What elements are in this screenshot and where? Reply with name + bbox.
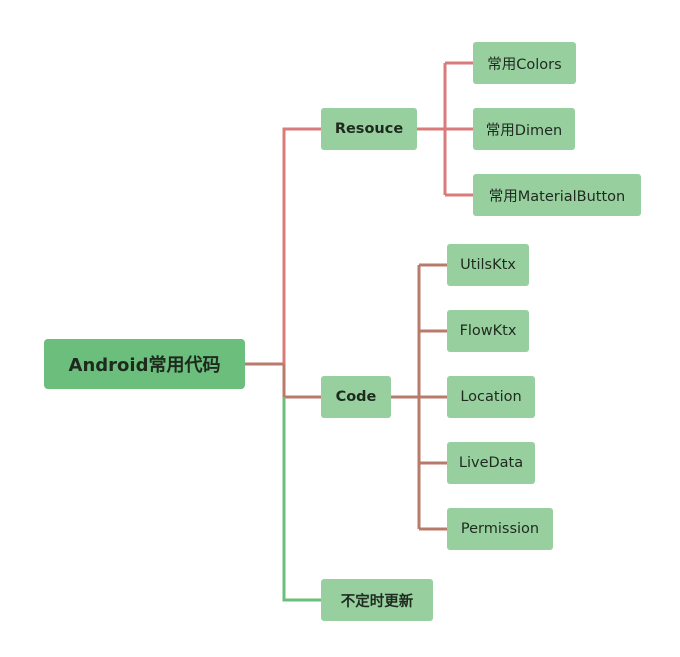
leaf-node-label: Location bbox=[460, 389, 522, 405]
leaf-node-label: 常用Dimen bbox=[485, 122, 563, 139]
leaf-node-label: UtilsKtx bbox=[460, 257, 516, 273]
leaf-node-label: LiveData bbox=[458, 455, 524, 471]
branch-node-resouce[interactable]: Resouce bbox=[321, 108, 417, 150]
branch-node-code[interactable]: Code bbox=[321, 376, 391, 418]
branch-node-update[interactable]: 不定时更新 bbox=[321, 579, 433, 621]
root-node-label: Android常用代码 bbox=[68, 355, 221, 376]
leaf-node-livedata[interactable]: LiveData bbox=[447, 442, 535, 484]
root-node[interactable]: Android常用代码 bbox=[44, 339, 245, 389]
leaf-node-label: 常用Colors bbox=[487, 56, 562, 73]
leaf-node-location[interactable]: Location bbox=[447, 376, 535, 418]
leaf-node-materialbutton[interactable]: 常用MaterialButton bbox=[473, 174, 641, 216]
leaf-node-label: Permission bbox=[460, 521, 540, 537]
leaf-node-permission[interactable]: Permission bbox=[447, 508, 553, 550]
leaf-node-label: 常用MaterialButton bbox=[488, 188, 626, 205]
branch-node-label: 不定时更新 bbox=[340, 593, 414, 610]
leaf-node-flowktx[interactable]: FlowKtx bbox=[447, 310, 529, 352]
leaf-node-colors[interactable]: 常用Colors bbox=[473, 42, 576, 84]
leaf-node-label: FlowKtx bbox=[459, 323, 517, 339]
branch-node-label: Code bbox=[335, 389, 377, 405]
branch-node-label: Resouce bbox=[334, 121, 404, 137]
leaf-node-dimen[interactable]: 常用Dimen bbox=[473, 108, 575, 150]
leaf-node-utilsktx[interactable]: UtilsKtx bbox=[447, 244, 529, 286]
